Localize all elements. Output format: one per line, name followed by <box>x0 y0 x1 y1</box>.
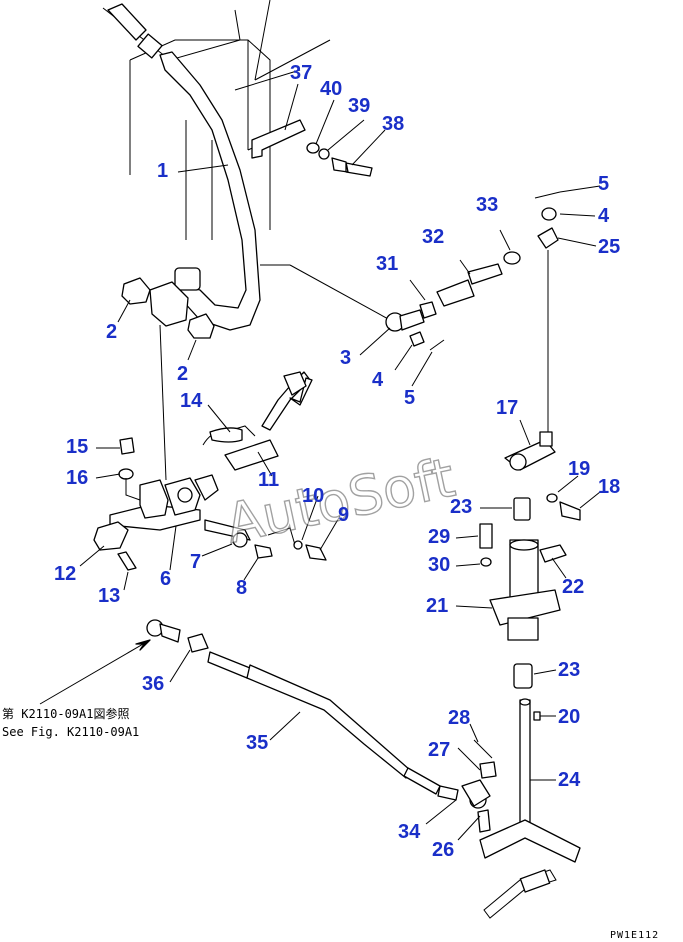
callout-17: 17 <box>496 397 518 419</box>
callout-16: 16 <box>66 467 88 489</box>
callout-6: 6 <box>160 568 171 590</box>
reference-arrow <box>39 639 151 705</box>
callout-23b: 23 <box>558 659 580 681</box>
callout-13: 13 <box>98 585 120 607</box>
callout-24: 24 <box>558 769 581 791</box>
washer-39 <box>318 148 330 160</box>
vertical-rod <box>159 324 167 481</box>
callout-38: 38 <box>382 113 404 135</box>
callout-29: 29 <box>428 526 450 548</box>
collar-2b <box>187 313 215 339</box>
collar-2a <box>121 277 151 305</box>
reference-note-en: See Fig. K2110-09A1 <box>2 725 139 739</box>
cab-frame <box>102 0 391 321</box>
upper-linkage <box>385 191 561 440</box>
column-assembly <box>479 431 581 863</box>
callout-7: 7 <box>190 551 201 573</box>
leader-lines <box>79 83 601 841</box>
callout-28: 28 <box>448 707 470 729</box>
callout-34: 34 <box>398 821 421 843</box>
washer-40 <box>306 142 320 154</box>
drawing-code: PW1E112 <box>610 930 659 941</box>
callout-26: 26 <box>432 839 454 861</box>
callout-35: 35 <box>246 732 268 754</box>
callout-11: 11 <box>258 469 279 491</box>
callout-33: 33 <box>476 194 498 216</box>
callout-10: 10 <box>302 485 324 507</box>
callout-4b: 4 <box>598 205 610 227</box>
callout-31: 31 <box>376 253 398 275</box>
bolt-38 <box>331 157 373 177</box>
reference-arrowhead <box>135 639 151 651</box>
callout-36: 36 <box>142 673 164 695</box>
callout-2a: 2 <box>106 321 117 343</box>
callout-18: 18 <box>598 476 620 498</box>
callout-37: 37 <box>290 62 312 84</box>
lever-base-assembly <box>93 371 327 571</box>
callout-12: 12 <box>54 563 76 585</box>
callout-2b: 2 <box>177 363 188 385</box>
callout-27: 27 <box>428 739 450 761</box>
reference-note-jp: 第 K2110-09A1図参照 <box>2 706 129 721</box>
callout-4a: 4 <box>372 369 384 391</box>
callout-3: 3 <box>340 347 351 369</box>
callout-32: 32 <box>422 226 444 248</box>
callout-23a: 23 <box>450 496 472 518</box>
callout-5a: 5 <box>598 173 609 195</box>
callout-30: 30 <box>428 554 450 576</box>
lever-boss <box>149 281 189 327</box>
callout-5b: 5 <box>404 387 415 409</box>
callout-labels: 1 2 2 3 4 4 5 5 6 7 8 9 10 11 12 13 14 1… <box>54 62 620 861</box>
callout-20: 20 <box>558 706 580 728</box>
callout-15: 15 <box>66 436 88 458</box>
callout-14: 14 <box>180 390 203 412</box>
callout-19: 19 <box>568 458 590 480</box>
callout-21: 21 <box>426 595 448 617</box>
callout-25: 25 <box>598 236 620 258</box>
callout-1: 1 <box>157 160 168 182</box>
control-lever <box>107 3 261 331</box>
callout-8: 8 <box>236 577 247 599</box>
callout-9: 9 <box>338 504 349 526</box>
callout-40: 40 <box>320 78 342 100</box>
long-rod <box>146 619 557 919</box>
callout-22: 22 <box>562 576 584 598</box>
bracket-37 <box>251 119 306 159</box>
callout-39: 39 <box>348 95 370 117</box>
